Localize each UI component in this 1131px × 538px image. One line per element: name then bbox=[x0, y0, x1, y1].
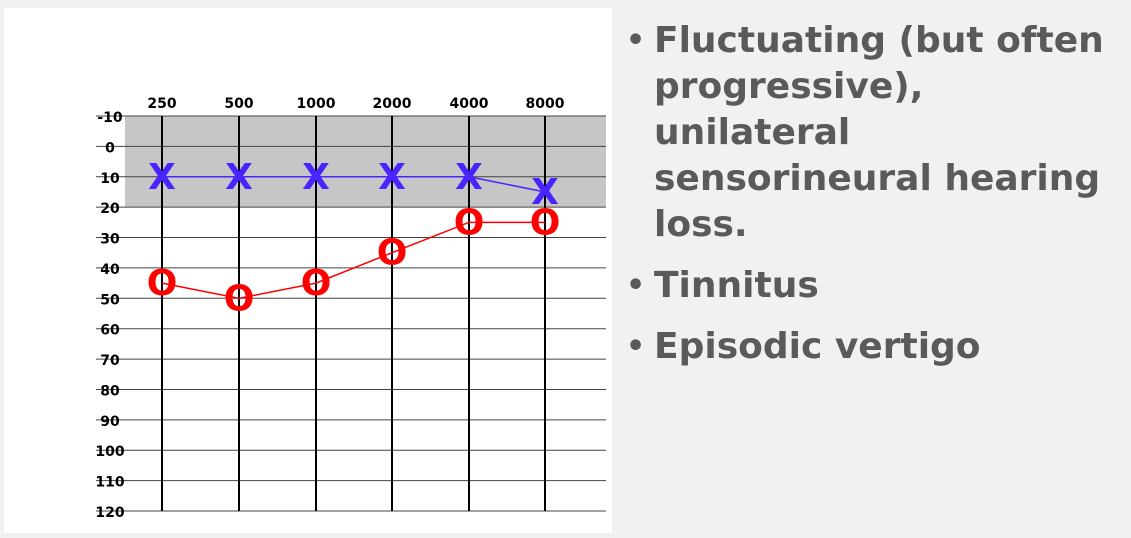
y-tick-label: 50 bbox=[100, 292, 120, 308]
y-tick-label: 70 bbox=[100, 353, 120, 369]
y-tick-label: 20 bbox=[100, 201, 120, 217]
bullet-text: Episodic vertigo bbox=[654, 326, 981, 367]
bullet-dot-icon: • bbox=[626, 268, 646, 303]
data-point-marker: X bbox=[455, 157, 483, 198]
y-tick-label: 90 bbox=[100, 414, 120, 430]
series-line bbox=[161, 221, 545, 300]
x-tick-label: 250 bbox=[147, 96, 176, 112]
y-tick-label: 60 bbox=[100, 323, 120, 339]
data-point-marker: X bbox=[225, 157, 253, 198]
audiogram-chart: -10 0 10 20 30 40 50 60 70 80 90 100 110 120 250 500 10… bbox=[95, 96, 606, 521]
y-tick-label: 10 bbox=[100, 171, 120, 187]
y-tick-label: -10 bbox=[97, 110, 123, 126]
data-point-marker: O bbox=[454, 202, 485, 243]
data-point-marker: X bbox=[378, 157, 406, 198]
data-point-marker: X bbox=[531, 172, 559, 213]
data-point-marker: O bbox=[530, 202, 561, 243]
y-tick-label: 120 bbox=[95, 505, 124, 521]
data-point-marker: X bbox=[302, 157, 330, 198]
data-point-marker: X bbox=[148, 157, 176, 198]
bullet-list: • Fluctuating (but often progressive), u… bbox=[622, 18, 1127, 385]
bullet-dot-icon: • bbox=[626, 329, 646, 364]
audiogram-panel: -10 0 10 20 30 40 50 60 70 80 90 100 110 120 250 500 10… bbox=[4, 8, 612, 533]
data-point-marker: O bbox=[377, 233, 408, 274]
x-tick-label: 8000 bbox=[526, 96, 565, 112]
series-line bbox=[162, 176, 546, 193]
data-point-marker: O bbox=[224, 278, 255, 319]
x-tick-label: 4000 bbox=[450, 96, 489, 112]
y-tick-label: 110 bbox=[95, 475, 124, 491]
bullet-item: • Episodic vertigo bbox=[622, 324, 1127, 370]
bullet-text: Tinnitus bbox=[654, 265, 819, 306]
bullet-item: • Tinnitus bbox=[622, 263, 1127, 309]
y-tick-label: 30 bbox=[100, 232, 120, 248]
data-point-marker: O bbox=[147, 263, 178, 304]
x-tick-label: 500 bbox=[224, 96, 253, 112]
y-tick-label: 40 bbox=[100, 262, 120, 278]
x-tick-label: 1000 bbox=[297, 96, 336, 112]
bullet-dot-icon: • bbox=[626, 23, 646, 58]
y-tick-label: 0 bbox=[105, 140, 115, 156]
y-tick-label: 100 bbox=[95, 444, 124, 460]
x-tick-label: 2000 bbox=[373, 96, 412, 112]
bullet-text: Fluctuating (but often progressive), uni… bbox=[654, 20, 1104, 245]
bullet-item: • Fluctuating (but often progressive), u… bbox=[622, 18, 1127, 248]
y-tick-label: 80 bbox=[100, 383, 120, 399]
normal-range-band bbox=[125, 116, 606, 208]
data-point-marker: O bbox=[301, 263, 332, 304]
